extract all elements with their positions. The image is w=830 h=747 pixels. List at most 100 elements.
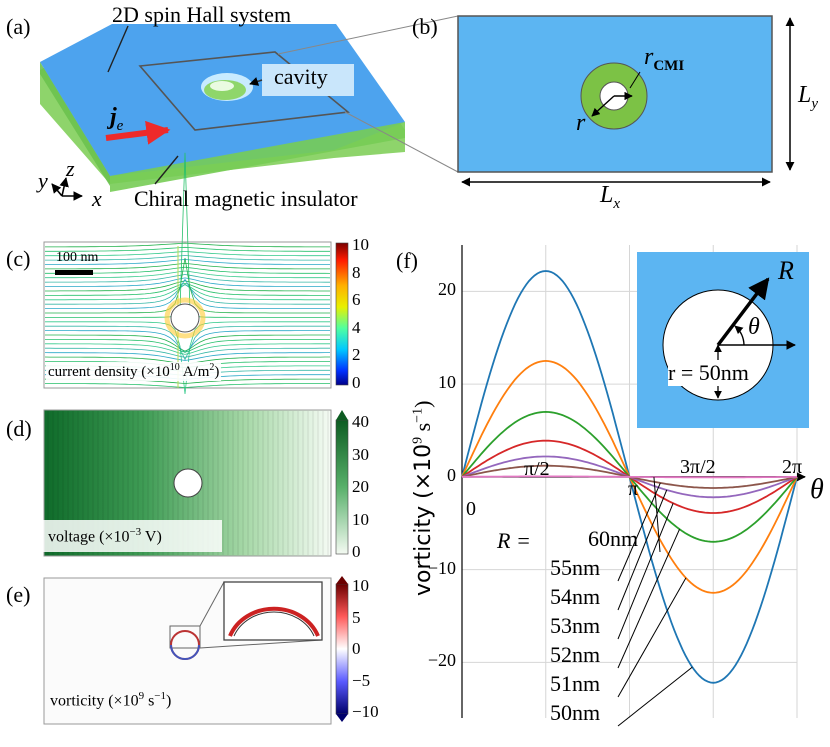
streamline (45, 250, 330, 257)
legend-label-53nm: 53nm (550, 613, 601, 638)
lx-label: Lx (600, 182, 621, 212)
legend-leader-55nm (617, 482, 661, 582)
inset-theta-label: θ (748, 314, 760, 340)
legend-leader-52nm (617, 529, 680, 669)
panel-a (40, 15, 459, 201)
x-tick-label: π (628, 478, 639, 500)
y-tick-label: 0 (447, 464, 456, 485)
y-tick-label: 10 (438, 372, 456, 393)
cavity-label: cavity (274, 64, 328, 89)
colorbar-tick: 10 (352, 235, 369, 254)
panel-b-tag: (b) (412, 14, 438, 39)
colorbar-tick: −5 (352, 670, 371, 690)
colorbar-tick: 40 (352, 412, 369, 431)
r-cmi-label: rCMI (644, 44, 685, 74)
y-tick-label: −10 (427, 557, 456, 578)
x-tick-label: 3π/2 (680, 456, 716, 478)
streamline (45, 255, 330, 261)
hotspot-ring (164, 297, 206, 339)
x-tick-label: 0 (466, 498, 476, 520)
legend-label-60nm: 60nm (588, 526, 639, 551)
streamline (45, 339, 330, 353)
legend-label-54nm: 54nm (550, 584, 601, 609)
current-density-caption: current density (×1010 A/m2) (46, 362, 222, 381)
streamline (45, 343, 330, 355)
current-label: je (110, 104, 124, 134)
colorbar-tick: 6 (352, 290, 361, 310)
vorticity-caption: vorticity (×109 s−1) (50, 690, 172, 710)
panel-f-tag: (f) (396, 248, 418, 273)
voltage-caption: voltage (×10−3 V) (48, 526, 162, 546)
panel-d (42, 409, 349, 557)
legend-leader-53nm (617, 503, 674, 640)
colorbar-tick: 10 (352, 576, 369, 595)
streamline (45, 283, 330, 305)
colorbar-tick: 0 (352, 373, 361, 392)
cavity-window-outline (138, 51, 350, 131)
y-tick-label: 20 (438, 279, 456, 300)
panel-f (461, 245, 809, 727)
axis-z-label: z (66, 156, 75, 181)
colorbar-tick: 20 (352, 477, 369, 496)
streamline (45, 347, 330, 358)
legend-label-52nm: 52nm (550, 642, 601, 667)
streamline (45, 258, 330, 314)
legend-r-prefix: R = (497, 528, 531, 553)
cavity-label-box (262, 64, 354, 96)
colorbar-tick: 2 (352, 345, 361, 365)
y-tick-label: −20 (427, 650, 456, 671)
substrate-label: Chiral magnetic insulator (134, 186, 358, 211)
series-line-60nm (461, 475, 797, 479)
streamline (45, 246, 330, 252)
streamline (45, 262, 330, 270)
streamline (45, 152, 330, 318)
colorbar-current (335, 242, 349, 386)
panel-e (43, 576, 349, 725)
ly-label: Ly (798, 82, 819, 112)
streamline (45, 280, 330, 292)
chart-lines (461, 270, 798, 684)
scale-bar-label: 100 nm (56, 250, 99, 265)
legend-label-51nm: 51nm (550, 671, 601, 696)
x-tick-label: 2π (782, 456, 803, 478)
colorbar-tick: 4 (352, 317, 361, 337)
colorbar-vorticity (335, 583, 349, 715)
streamline (45, 277, 330, 287)
axis-x-label: x (92, 186, 102, 211)
panel-d-tag: (d) (6, 416, 32, 441)
colorbar-tick: 30 (352, 444, 369, 464)
chart-x-label: θ (810, 474, 824, 505)
axis-triad (51, 177, 83, 201)
panel-b (457, 15, 795, 187)
streamline (44, 352, 330, 361)
axis-y-label: y (38, 168, 48, 193)
panel-c-tag: (c) (6, 246, 31, 271)
legend-leader-51nm (617, 577, 687, 698)
legend-leaders (617, 477, 693, 727)
streamline (45, 278, 330, 309)
colorbar-tick: 5 (352, 607, 361, 627)
scale-bar (55, 270, 93, 275)
legend-label-55nm: 55nm (550, 555, 601, 580)
colorbar-tick: −10 (352, 702, 379, 721)
vorticity-zoom-inset (223, 581, 323, 641)
inset-R-label: R (778, 256, 794, 285)
legend-label-50nm: 50nm (550, 700, 601, 725)
current-arrow (105, 120, 171, 145)
inset-r-label: r = 50nm (668, 360, 749, 386)
colorbar-tick: 10 (352, 509, 369, 529)
cavity-circle-c (170, 303, 200, 333)
streamline (45, 383, 330, 389)
colorbar-tick: 8 (352, 262, 361, 282)
panel-e-tag: (e) (6, 582, 31, 607)
colorbar-tick: 0 (352, 639, 361, 658)
streamline (45, 334, 330, 352)
colorbar-voltage (335, 419, 349, 555)
r-label: r (576, 110, 586, 136)
x-tick-label: π/2 (524, 458, 550, 480)
legend-leader-50nm (617, 666, 693, 727)
system-label: 2D spin Hall system (112, 2, 292, 27)
streamline (45, 259, 330, 265)
colorbar-tick: 0 (352, 542, 361, 561)
